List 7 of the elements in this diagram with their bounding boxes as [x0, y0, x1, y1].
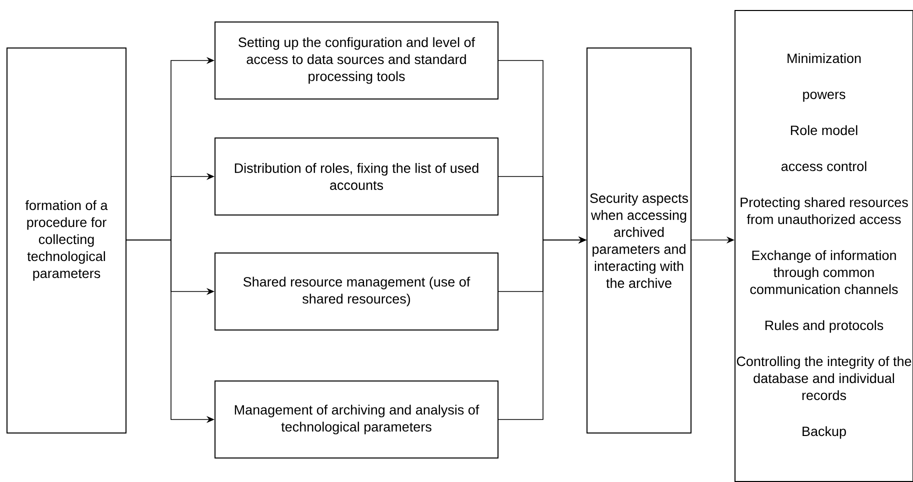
process-box: Distribution of roles, fixing the list of used accounts — [214, 138, 498, 216]
process-box: Management of archiving and analysis of technological parameters — [214, 380, 498, 458]
process-box: formation of a procedure for collecting technological parameters — [6, 48, 126, 434]
process-box: Security aspects when accessing archived parameters and interacting with the archive — [586, 48, 692, 434]
process-box: Shared resource management (use of shared resources) — [214, 252, 498, 330]
process-box: Setting up the configuration and level of access to data sources and standard processing tools — [214, 22, 498, 100]
list-box: Minimization powers Role model access control Protecting shared resources from unauthorized access Exchange of information through common communication channels Rules and protocols Controlling the integrity of the database and individual records Backup — [734, 10, 913, 482]
